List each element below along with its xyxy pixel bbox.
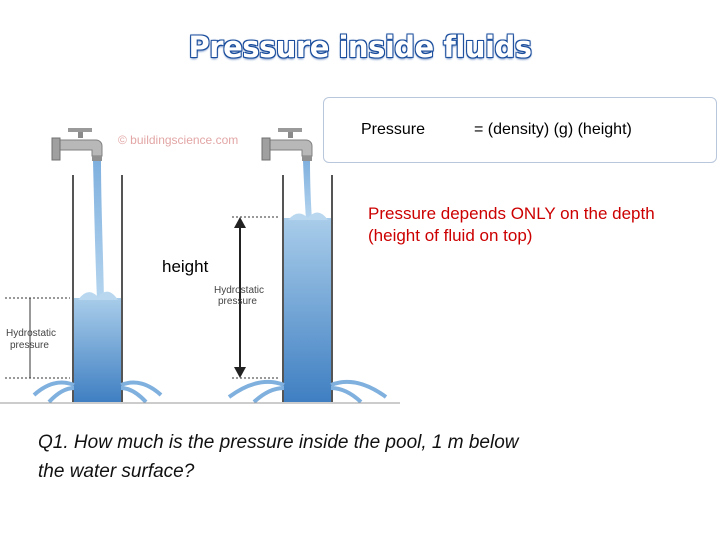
right-height-arrow: [232, 216, 280, 379]
formula-box: Pressure = (density) (g) (height): [323, 97, 717, 163]
right-pressure-label: pressure: [218, 296, 257, 307]
formula-lhs: Pressure: [361, 121, 426, 138]
watermark-text: © buildingscience.com: [118, 133, 238, 147]
left-water-column: [32, 175, 163, 404]
right-water-stream: [303, 161, 312, 220]
left-pressure-marker: [5, 297, 70, 379]
left-hydrostatic-label: Hydrostatic: [6, 328, 56, 339]
left-faucet-icon: [51, 128, 103, 161]
question-text: Q1. How much is the pressure inside the …: [38, 432, 519, 482]
depth-note: Pressure depends ONLY on the depth (heig…: [368, 204, 655, 245]
height-label: height: [162, 257, 209, 276]
formula-rhs: = (density) (g) (height): [474, 121, 632, 138]
left-water-stream: [93, 161, 104, 300]
right-hydrostatic-label: Hydrostatic: [214, 285, 264, 296]
right-faucet-icon: [261, 128, 313, 161]
left-pressure-label: pressure: [10, 340, 49, 351]
right-water-column: [227, 175, 388, 404]
page-title: Pressure inside fluids: [188, 30, 532, 64]
